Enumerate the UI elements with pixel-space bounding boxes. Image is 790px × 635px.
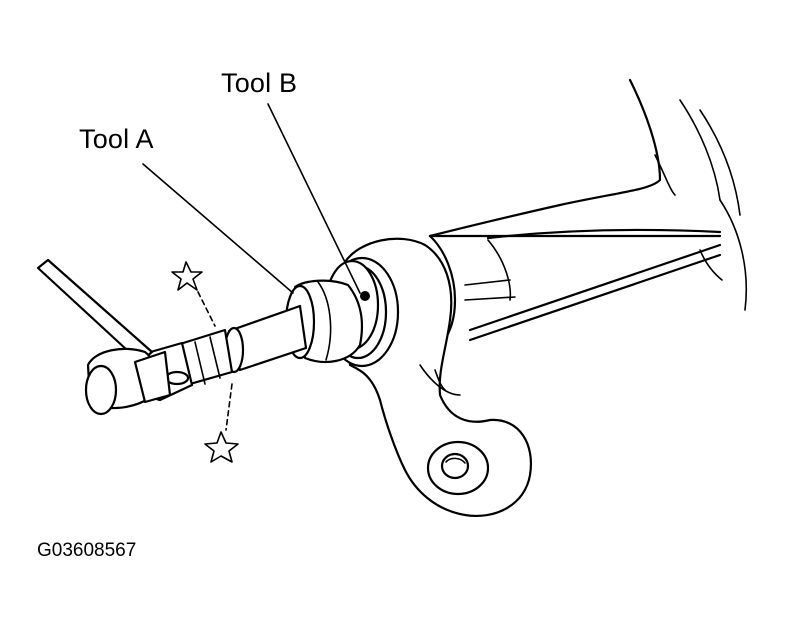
star-outline-icon	[171, 261, 203, 291]
rotation-indicator	[197, 291, 216, 327]
suspension-arm	[428, 78, 748, 342]
tool-b-label: Tool B	[221, 68, 298, 98]
tool-a-leader-line	[142, 163, 294, 294]
figure-id: G03608567	[37, 540, 137, 561]
rotation-indicator	[225, 383, 233, 431]
wrench	[36, 258, 172, 416]
bushing-point	[360, 291, 370, 301]
star-outline-icon	[204, 431, 239, 463]
tool-b-leader-line	[267, 103, 361, 294]
tool-a-label: Tool A	[79, 124, 154, 154]
